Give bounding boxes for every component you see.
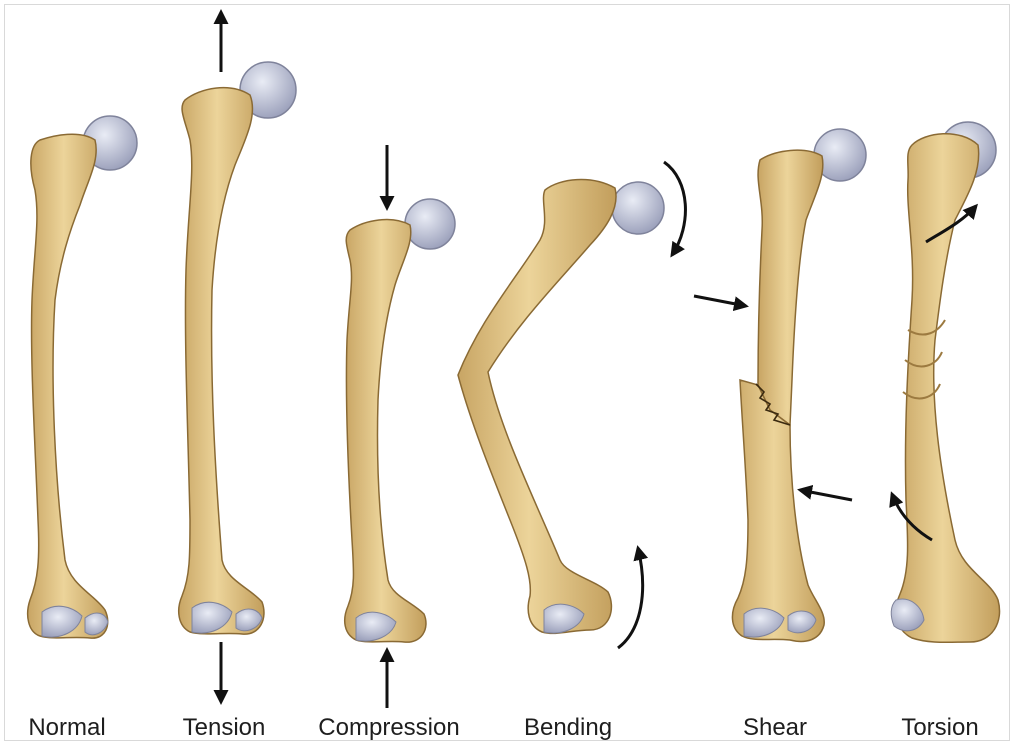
- bone-tension: [179, 62, 296, 634]
- bone-torsion: [891, 122, 999, 642]
- label-tension: Tension: [183, 714, 266, 742]
- label-torsion: Torsion: [901, 714, 978, 742]
- bone-shear: [732, 129, 866, 641]
- label-normal: Normal: [28, 714, 105, 742]
- label-bending: Bending: [524, 714, 612, 742]
- bone-normal: [28, 116, 137, 638]
- bending-arrow-bottom: [618, 548, 643, 648]
- bone-bending: [458, 180, 664, 634]
- label-compression: Compression: [318, 714, 459, 742]
- shear-arrow-left: [800, 490, 852, 500]
- label-shear: Shear: [743, 714, 807, 742]
- bending-arrow-top: [664, 162, 685, 255]
- bone-compression: [345, 199, 455, 642]
- shear-arrow-right: [694, 296, 746, 306]
